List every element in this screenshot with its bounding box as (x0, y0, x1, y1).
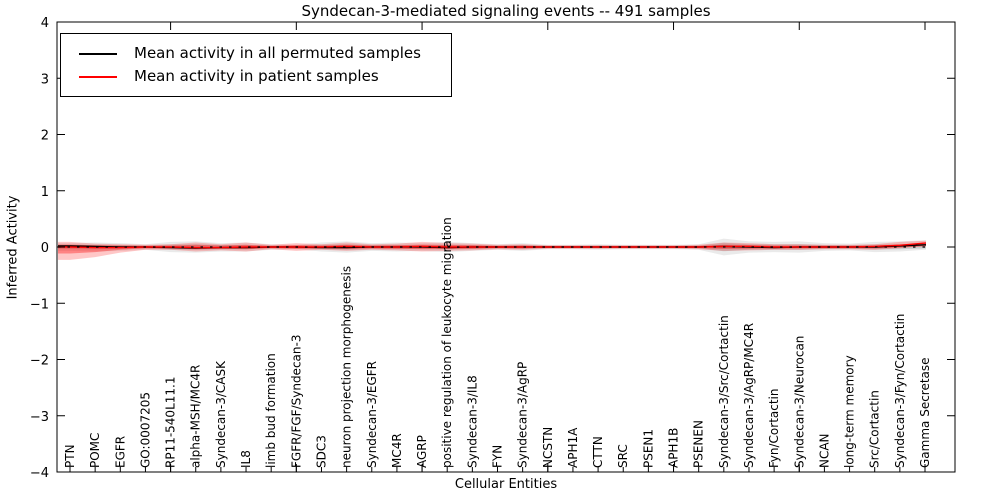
category-label: FGFR/FGF/Syndecan-3 (289, 335, 303, 468)
category-label: SDC3 (314, 435, 328, 468)
y-tick-label: 2 (41, 129, 49, 144)
legend: Mean activity in all permuted samples Me… (60, 33, 452, 97)
category-label: long-term memory (843, 355, 857, 468)
y-tick-label: −2 (30, 354, 49, 369)
patient-samples-spread-outer-band (58, 240, 926, 260)
category-label: NCAN (817, 433, 831, 468)
category-label: Syndecan-3/AgRP/MC4R (742, 323, 756, 468)
x-axis-label: Cellular Entities (454, 477, 558, 492)
legend-entry-patient: Mean activity in patient samples (61, 69, 451, 84)
category-label: AGRP (415, 435, 429, 468)
category-label: limb bud formation (264, 353, 278, 468)
chart-title: Syndecan-3-mediated signaling events -- … (301, 2, 711, 20)
category-label: Syndecan-3/IL8 (465, 375, 479, 468)
category-label: Fyn/Cortactin (767, 388, 781, 468)
legend-line-permuted-icon (79, 52, 117, 55)
category-label: Syndecan-3/Fyn/Cortactin (893, 314, 907, 468)
category-label: alpha-MSH/MC4R (189, 365, 203, 468)
y-tick-label: 4 (41, 16, 49, 31)
category-label: PSENEN (692, 420, 706, 468)
category-label: Syndecan-3/Src/Cortactin (717, 315, 731, 468)
category-label: APH1A (566, 427, 580, 468)
category-label: Src/Cortactin (868, 390, 882, 468)
category-label: Syndecan-3/CASK (214, 360, 228, 468)
category-label: APH1B (667, 428, 681, 468)
y-tick-label: 3 (41, 72, 49, 87)
category-label: MC4R (390, 433, 404, 468)
category-label: FYN (491, 445, 505, 468)
category-label: POMC (88, 433, 102, 468)
legend-line-patient-icon (79, 75, 117, 78)
category-label: PSEN1 (641, 429, 655, 468)
category-label: Syndecan-3/EGFR (365, 361, 379, 468)
category-label: PTN (63, 444, 77, 468)
y-tick-label: −4 (30, 466, 49, 481)
category-label: CTTN (591, 436, 605, 468)
category-label: positive regulation of leukocyte migrati… (440, 217, 454, 468)
legend-label-patient: Mean activity in patient samples (134, 67, 379, 85)
category-label: EGFR (113, 436, 127, 468)
category-label: Syndecan-3/Neurocan (792, 336, 806, 468)
category-label: SRC (616, 444, 630, 468)
y-tick-label: −3 (30, 410, 49, 425)
legend-entry-permuted: Mean activity in all permuted samples (61, 46, 451, 61)
category-label: Syndecan-3/AgRP (516, 362, 530, 468)
y-tick-label: −1 (30, 297, 49, 312)
category-label: Gamma Secretase (918, 357, 932, 468)
y-tick-label: 1 (41, 185, 49, 200)
category-label: RP11-540L11.1 (164, 377, 178, 468)
legend-label-permuted: Mean activity in all permuted samples (134, 44, 421, 62)
category-label: neuron projection morphogenesis (340, 266, 354, 468)
y-tick-label: 0 (41, 241, 49, 256)
category-label: NCSTN (541, 427, 555, 468)
category-label: GO:0007205 (138, 392, 152, 468)
category-label: IL8 (239, 450, 253, 468)
